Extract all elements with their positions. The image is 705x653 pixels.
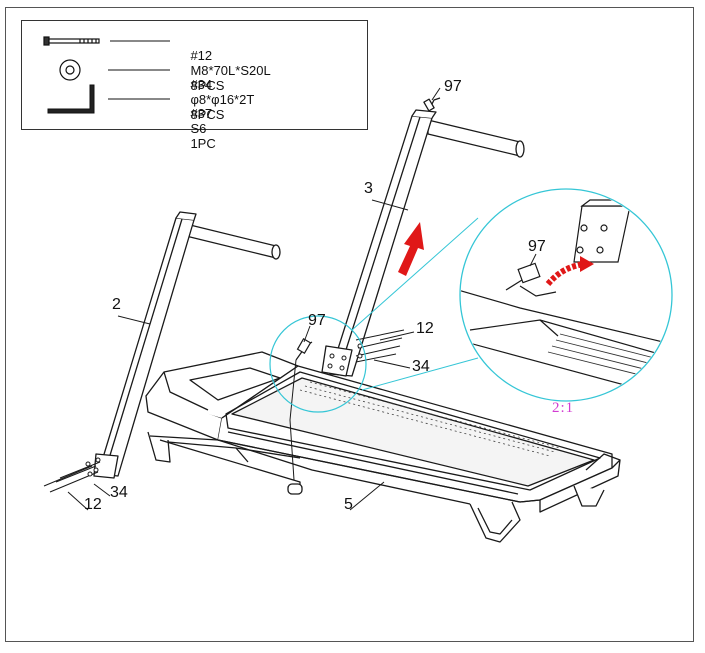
legend-part-qty: 8PCS	[190, 107, 225, 122]
callout-5: 5	[344, 496, 353, 513]
legend-part-spec: S6	[190, 121, 207, 136]
callout-97-detail: 97	[528, 238, 546, 255]
callout-2: 2	[112, 296, 121, 313]
callout-leaders	[67, 87, 537, 511]
legend-leader-lines	[108, 40, 170, 100]
detail-connector-top	[351, 217, 479, 331]
legend-row-washer: #34 φ8*φ16*2T 8PCS	[176, 62, 262, 137]
legend-part-qty: 1PC	[190, 136, 216, 151]
legend-part-id: #37	[190, 106, 213, 121]
callout-3: 3	[364, 180, 373, 197]
washer-icon	[59, 59, 81, 81]
legend-row-allen-key: #37 S6 1PC	[176, 91, 219, 166]
legend-part-spec: M8*70L*S20L	[190, 63, 271, 78]
callout-34-right: 34	[412, 358, 430, 375]
legend-part-id: #34	[190, 77, 213, 92]
legend-part-id: #12	[190, 48, 213, 63]
callout-12-right: 12	[416, 320, 434, 337]
detail-source-circle	[269, 315, 367, 413]
treadmill-base	[145, 351, 621, 543]
cable-connector	[289, 337, 313, 481]
legend-part-qty: 8PCS	[190, 78, 225, 93]
upright-left	[43, 211, 281, 493]
detail-scale-label: 2:1	[552, 400, 575, 416]
callout-34-left: 34	[110, 484, 128, 501]
detail-view	[459, 188, 673, 402]
upright-right	[321, 97, 525, 377]
callout-97-center: 97	[308, 312, 326, 329]
detail-connector-bottom	[361, 357, 479, 391]
callout-12-left: 12	[84, 496, 102, 513]
allen-key-icon	[47, 84, 95, 114]
lift-arrow-icon	[398, 222, 424, 276]
callout-97-main: 97	[444, 78, 462, 95]
bolt-icon	[43, 36, 100, 46]
drawing-frame	[5, 7, 694, 642]
legend-part-spec: φ8*φ16*2T	[190, 92, 255, 107]
legend-row-bolt: #12 M8*70L*S20L 8PCS	[176, 33, 278, 108]
